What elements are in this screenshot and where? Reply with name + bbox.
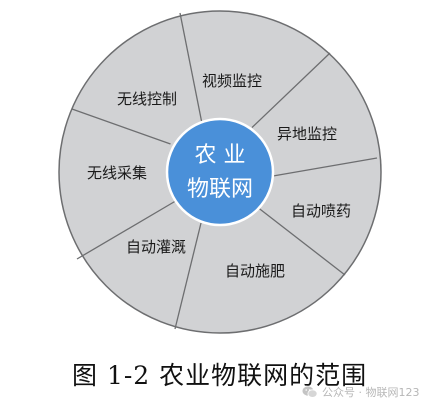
segment-label-wireless-collection: 无线采集 xyxy=(87,164,147,182)
segment-label-auto-fertilizing: 自动施肥 xyxy=(225,262,285,280)
figure-caption: 图 1-2 农业物联网的范围 xyxy=(72,361,368,390)
watermark-text: 公众号 · 物联网123 xyxy=(322,386,420,399)
divider-line xyxy=(258,207,346,276)
wechat-icon xyxy=(302,386,318,398)
segment-label-wireless-control: 无线控制 xyxy=(117,90,177,108)
divider-line xyxy=(174,222,202,330)
divider-line xyxy=(179,12,203,122)
center-label-line-1: 农 业 xyxy=(195,143,246,168)
watermark: 公众号 · 物联网123 xyxy=(302,383,420,401)
divider-line xyxy=(71,108,171,145)
center-label-line-2: 物联网 xyxy=(187,177,253,202)
divider-line xyxy=(76,198,180,260)
divider-line xyxy=(251,52,331,128)
segment-label-video-monitoring: 视频监控 xyxy=(202,72,262,90)
segment-label-remote-monitoring: 异地监控 xyxy=(277,125,337,143)
diagram: 视频监控 异地监控 自动喷药 自动施肥 自动灌溉 无线采集 无线控制 农 业 物… xyxy=(58,10,382,334)
segment-labels: 视频监控 异地监控 自动喷药 自动施肥 自动灌溉 无线采集 无线控制 xyxy=(87,72,351,280)
segment-label-auto-spraying: 自动喷药 xyxy=(291,202,351,220)
center-label: 农 业 物联网 xyxy=(187,143,253,202)
center-circle xyxy=(165,117,275,227)
divider-line xyxy=(272,157,378,177)
segment-dividers xyxy=(71,12,378,330)
segment-label-auto-irrigation: 自动灌溉 xyxy=(126,238,186,256)
